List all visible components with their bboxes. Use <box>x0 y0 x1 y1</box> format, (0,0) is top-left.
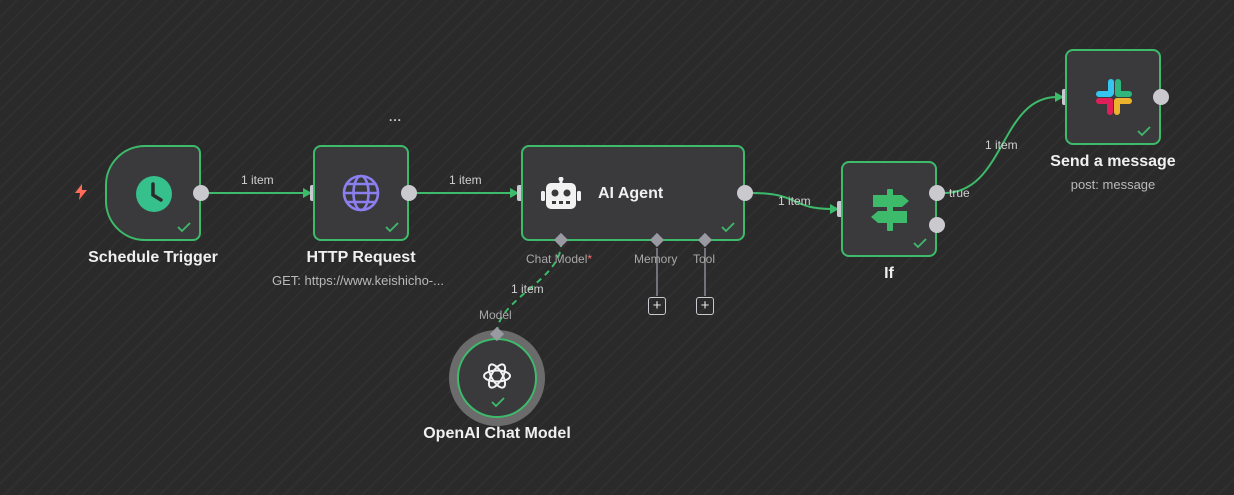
check-icon <box>491 397 505 408</box>
send-message-title: Send a message <box>1050 153 1176 170</box>
add-tool-button[interactable]: + <box>696 297 714 315</box>
lightning-icon <box>75 184 87 200</box>
edge-label-agent-to-if: 1 item <box>778 194 811 208</box>
send-message-node[interactable] <box>1065 49 1161 145</box>
chat-model-label-text: Chat Model <box>526 252 588 266</box>
signpost-icon <box>871 189 909 231</box>
check-icon <box>913 238 927 249</box>
openai-icon <box>483 363 511 389</box>
if-false-output-port[interactable] <box>929 217 945 233</box>
check-icon <box>721 222 735 233</box>
send-message-subtitle: post: message <box>1070 177 1156 192</box>
edge-if-to-slack <box>943 96 1058 194</box>
edge-label-if-to-slack: 1 item <box>985 138 1018 152</box>
edge-model-to-agent <box>496 244 562 334</box>
ai-agent-title: AI Agent <box>598 185 664 202</box>
memory-label: Memory <box>634 252 678 266</box>
schedule-trigger-output-port[interactable] <box>193 185 209 201</box>
edge-label-http-to-agent: 1 item <box>449 173 482 187</box>
if-true-label: true <box>949 186 970 200</box>
check-icon <box>177 222 191 233</box>
arrow-slack <box>1055 92 1064 102</box>
slack-icon <box>1096 79 1132 115</box>
edge-label-trigger-to-http: 1 item <box>241 173 274 187</box>
robot-icon <box>541 177 581 209</box>
arrow-agent <box>510 188 519 198</box>
edge-label-model-to-agent: 1 item <box>511 282 544 296</box>
http-request-title: HTTP Request <box>306 249 416 266</box>
http-request-output-port[interactable] <box>401 185 417 201</box>
if-true-output-port[interactable] <box>929 185 945 201</box>
globe-icon <box>342 174 380 212</box>
clock-icon <box>136 176 172 212</box>
openai-chat-model-node[interactable] <box>449 330 545 426</box>
model-output-label: Model <box>479 308 512 322</box>
ai-agent-node[interactable]: AI Agent <box>521 145 745 241</box>
openai-chat-model-title: OpenAI Chat Model <box>423 425 571 442</box>
chat-model-label: Chat Model* <box>526 252 592 266</box>
openai-chat-model-inner <box>457 338 537 418</box>
schedule-trigger-title: Schedule Trigger <box>88 249 218 266</box>
if-title: If <box>884 265 894 282</box>
if-node[interactable] <box>841 161 937 257</box>
arrow-http <box>303 188 312 198</box>
tool-label: Tool <box>693 252 716 266</box>
http-request-node[interactable] <box>313 145 409 241</box>
http-request-menu-icon[interactable]: ... <box>389 110 403 124</box>
check-icon <box>385 222 399 233</box>
send-message-output-port[interactable] <box>1153 89 1169 105</box>
edge-agent-to-if <box>751 192 833 210</box>
arrow-if <box>830 204 839 214</box>
ai-agent-output-port[interactable] <box>737 185 753 201</box>
add-memory-button[interactable]: + <box>648 297 666 315</box>
check-icon <box>1137 126 1151 137</box>
schedule-trigger-node[interactable] <box>105 145 201 241</box>
http-request-subtitle: GET: https://www.keishicho-... <box>272 273 444 288</box>
required-mark: * <box>587 252 593 266</box>
